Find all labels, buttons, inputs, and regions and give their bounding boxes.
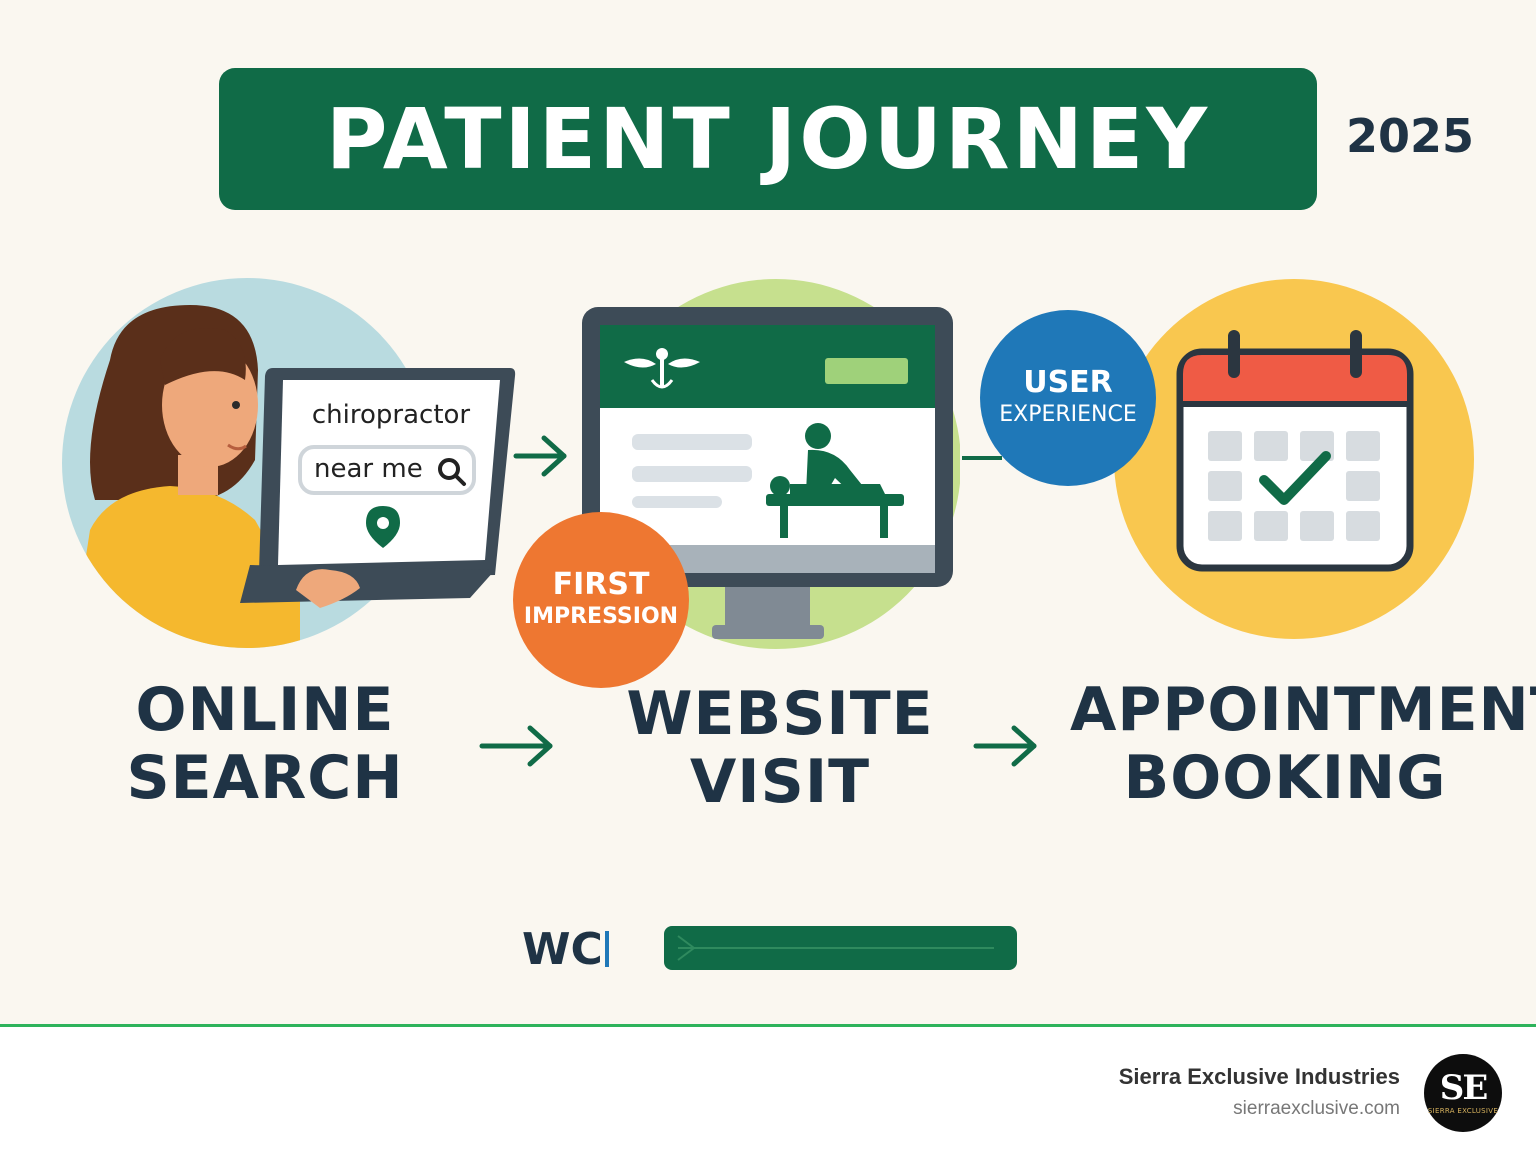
- search-query-line1: chiropractor: [311, 400, 471, 430]
- stage-label-online-search: ONLINE SEARCH: [126, 675, 404, 813]
- company-url-link[interactable]: sierraexclusive.com: [1233, 1098, 1400, 1119]
- first-impression-badge: FIRST IMPRESSION: [513, 512, 689, 688]
- search-icon: [438, 458, 466, 486]
- progress-bar: [664, 926, 1017, 970]
- footer: [0, 1027, 1536, 1154]
- company-logo: SE SIERRA EXCLUSIVE: [1424, 1054, 1502, 1132]
- logo-mark: SE: [1439, 1068, 1488, 1108]
- connector-line: [962, 456, 1002, 460]
- first-impression-badge-line2: IMPRESSION: [523, 604, 679, 629]
- user-experience-badge: USER EXPERIENCE: [980, 310, 1156, 486]
- online-search-illustration: [62, 278, 516, 648]
- wc-label: WC: [522, 922, 642, 976]
- company-name: Sierra Exclusive Industries: [1118, 1064, 1400, 1089]
- year-label: 2025: [1345, 109, 1475, 163]
- logo-subtext: SIERRA EXCLUSIVE: [1427, 1107, 1499, 1115]
- page-title: PATIENT JOURNEY: [325, 90, 1211, 188]
- search-field-box: [298, 445, 476, 495]
- wc-text: WC: [522, 923, 603, 975]
- title-banner: PATIENT JOURNEY: [219, 68, 1317, 210]
- stage-label-website-visit: WEBSITE VISIT: [626, 679, 934, 817]
- search-query-line2: near me: [314, 454, 423, 484]
- arrow-right-icon: [513, 435, 567, 477]
- wc-cursor-mark: [604, 931, 609, 967]
- footer-divider: [0, 1024, 1536, 1027]
- arrow-right-icon: [973, 725, 1037, 767]
- user-experience-badge-line1: USER: [1023, 365, 1113, 400]
- stage-label-appointment-booking: APPOINTMENT BOOKING: [1070, 675, 1536, 813]
- arrow-right-icon: [479, 725, 553, 767]
- user-experience-badge-line2: EXPERIENCE: [999, 402, 1137, 427]
- first-impression-badge-line1: FIRST: [552, 567, 650, 602]
- progress-bar-pattern: [677, 935, 994, 961]
- appointment-booking-illustration: [1114, 279, 1474, 639]
- website-visit-illustration: [582, 279, 960, 649]
